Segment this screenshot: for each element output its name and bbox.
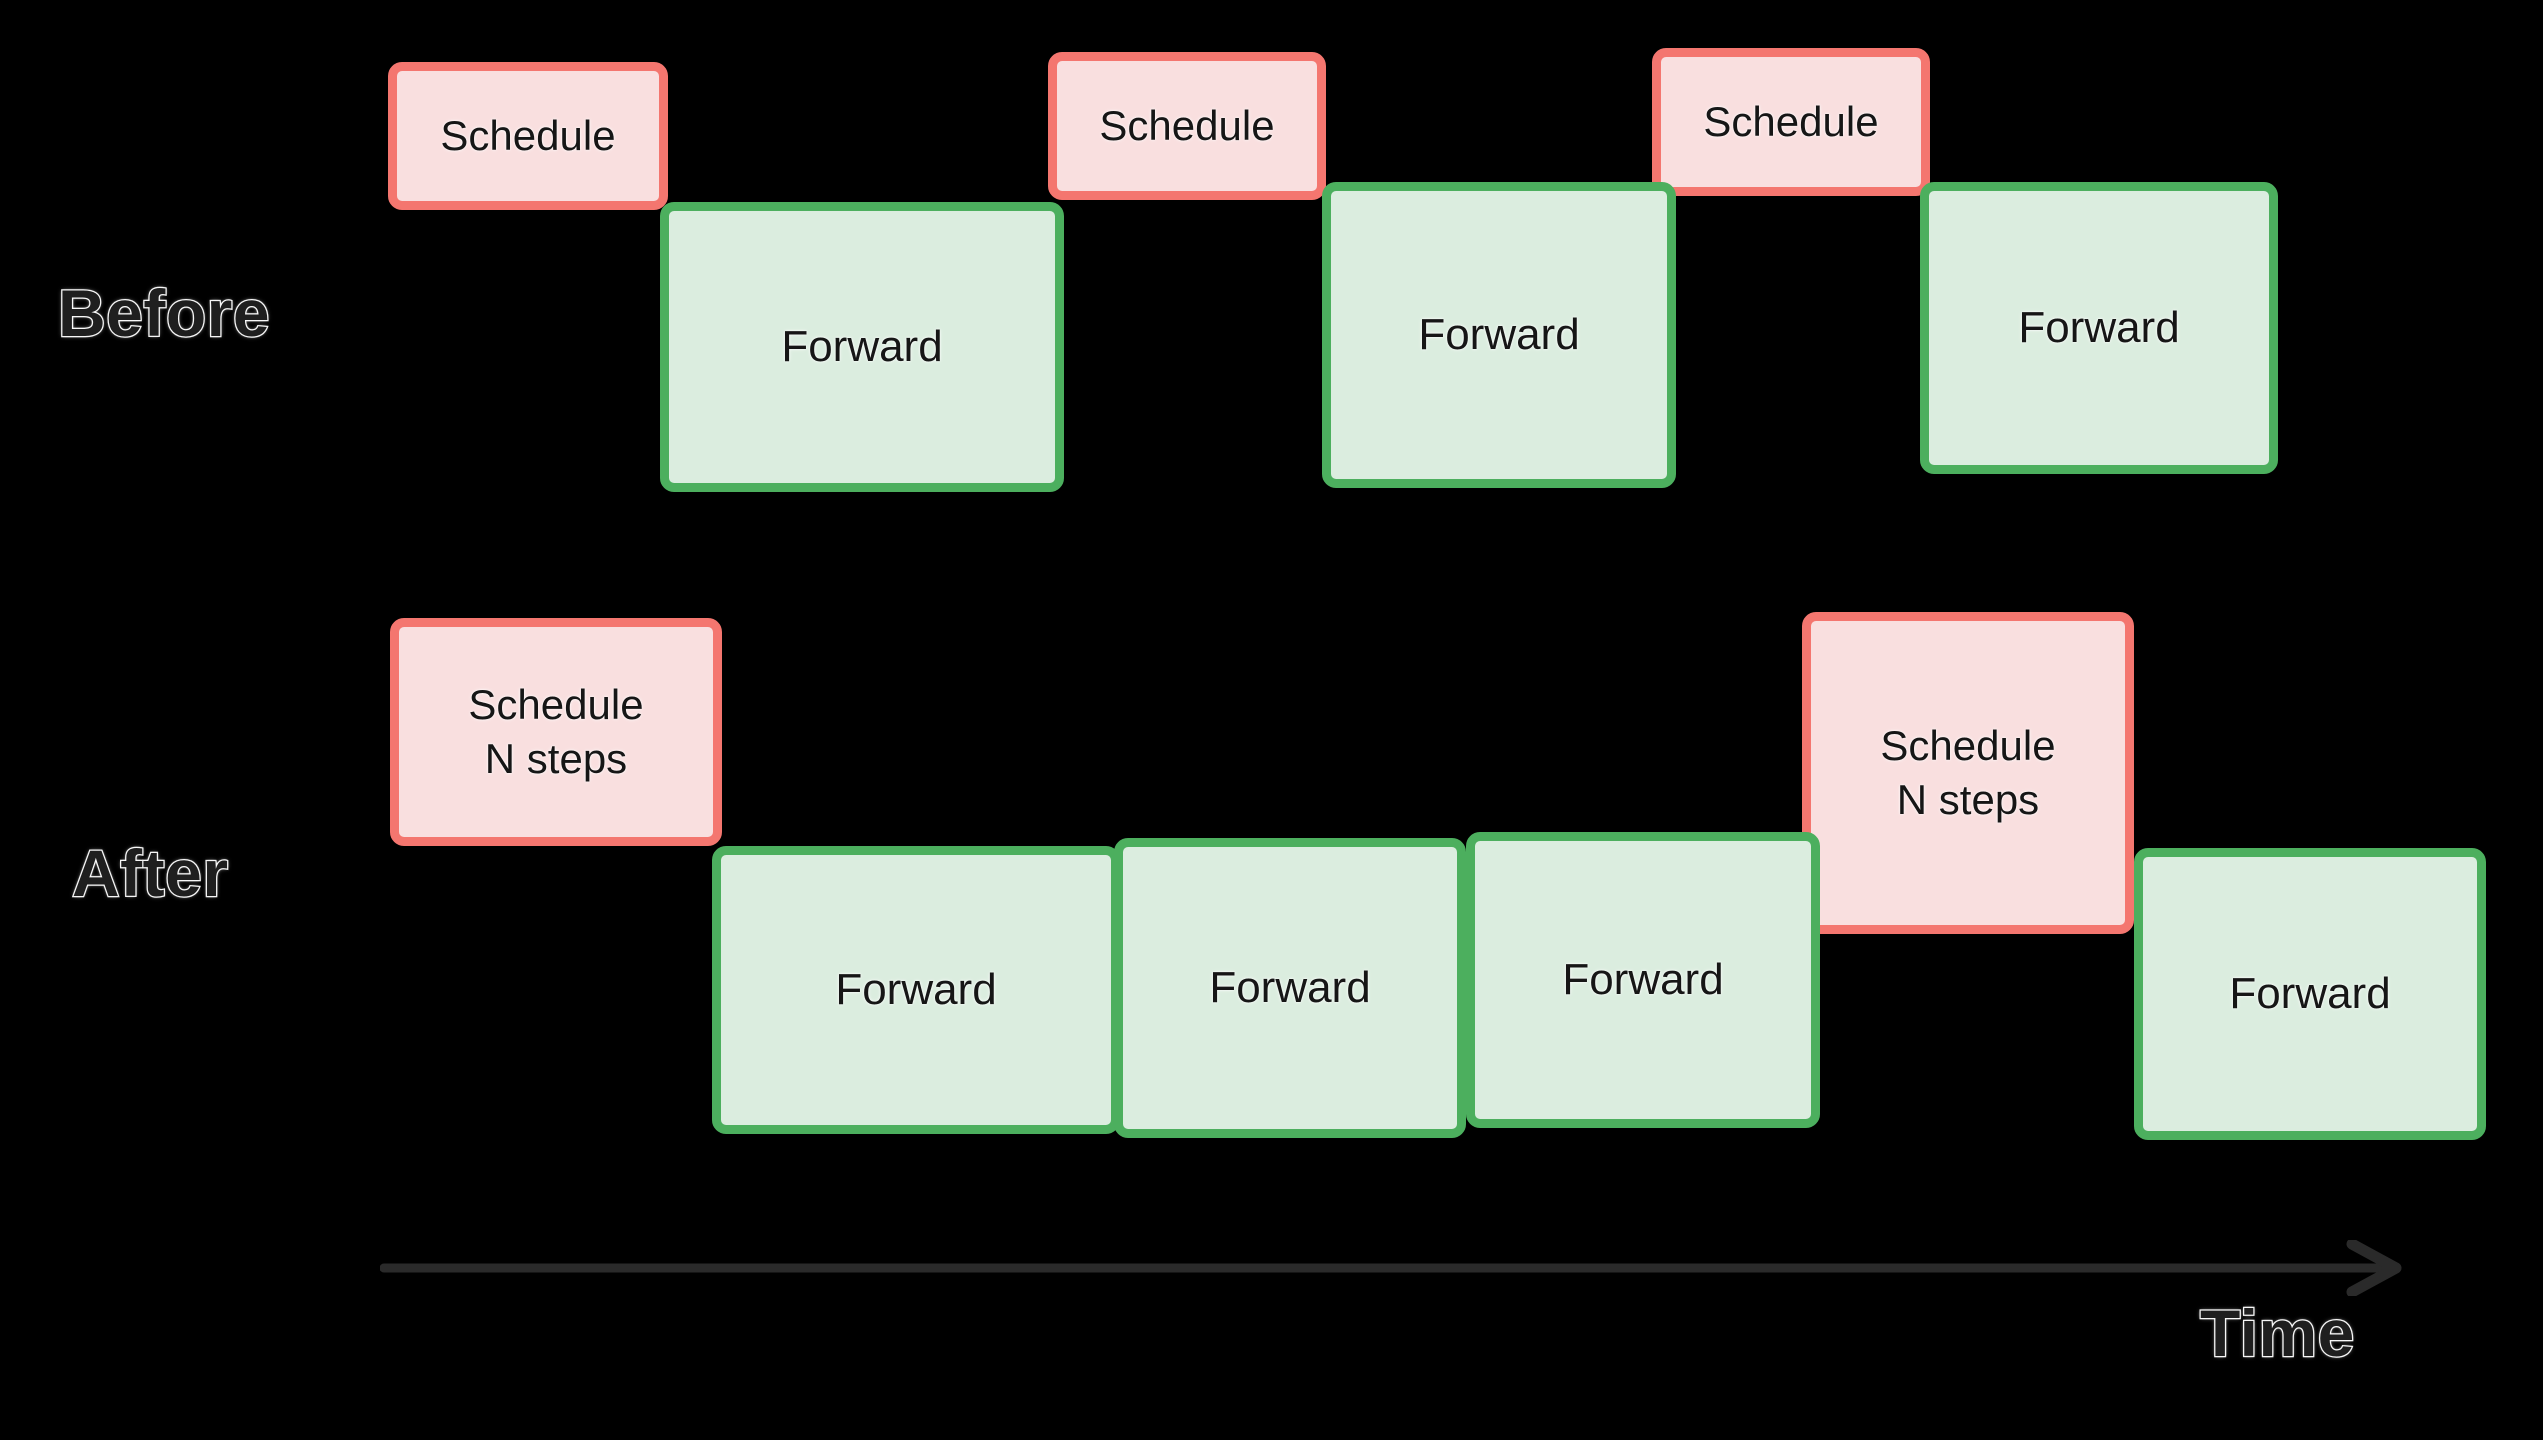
before-schedule-box-3: Schedule <box>1652 48 1930 196</box>
before-schedule-box-1: Schedule <box>388 62 668 210</box>
after-forward-box-4: Forward <box>2134 848 2486 1140</box>
after-schedule-n-steps-box-1: Schedule N steps <box>390 618 722 846</box>
time-axis-arrow-icon <box>380 1240 2402 1296</box>
before-forward-box-1: Forward <box>660 202 1064 492</box>
after-forward-box-3: Forward <box>1466 832 1820 1128</box>
after-forward-box-1: Forward <box>712 846 1120 1134</box>
before-forward-box-3: Forward <box>1920 182 2278 474</box>
row-label-before: Before <box>57 275 271 352</box>
before-schedule-box-2: Schedule <box>1048 52 1326 200</box>
after-forward-box-2: Forward <box>1114 838 1466 1138</box>
after-schedule-n-steps-box-2: Schedule N steps <box>1802 612 2134 934</box>
before-forward-box-2: Forward <box>1322 182 1676 488</box>
time-axis-label: Time <box>2199 1295 2356 1372</box>
row-label-after: After <box>71 835 230 912</box>
